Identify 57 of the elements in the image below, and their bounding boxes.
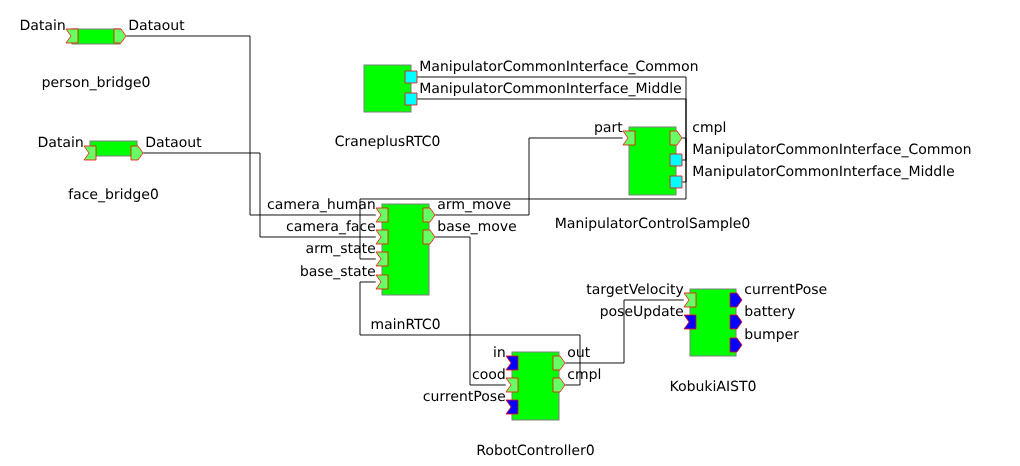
node-label: base_state (301, 265, 375, 280)
port: out (552, 347, 590, 371)
port: poseUpdate (600, 305, 697, 330)
connector-line (434, 137, 624, 216)
connector-line (125, 35, 377, 216)
port: Dataout (113, 19, 185, 44)
node-label: ManipulatorCommonInterface_Common (693, 143, 971, 158)
port: part (595, 122, 636, 146)
port: Dataout (130, 136, 202, 161)
node-label: face_bridge0 (68, 188, 158, 203)
port: base_state (301, 265, 389, 290)
connector-line (434, 236, 507, 386)
node-label: arm_state (306, 243, 375, 257)
node-label: ManipulatorControlSample0 (556, 217, 750, 231)
node-label: ManipulatorCommonInterface_Common (420, 60, 698, 75)
node-label: mainRTC0 (371, 318, 440, 330)
port: ManipulatorCommonInterface_Middle (669, 165, 954, 189)
node-label: Dataout (146, 136, 202, 148)
connector-line (142, 152, 377, 238)
node-label: camera_human (267, 198, 375, 213)
node-label: ManipulatorCommonInterface_Middle (420, 82, 681, 97)
node-label: cmpl (568, 368, 601, 382)
connector-line (564, 299, 685, 364)
node-label: bumper (745, 328, 799, 342)
port: currentPose (423, 390, 519, 415)
node-label: Datain (20, 19, 65, 31)
port: ManipulatorCommonInterface_Middle (404, 82, 681, 106)
port: Datain (20, 19, 79, 44)
connector-line (416, 76, 687, 161)
node-label: base_move (438, 220, 516, 235)
port: bumper (729, 328, 799, 353)
node-label: cmpl (693, 121, 726, 135)
node-label: arm_move (438, 201, 511, 213)
node-label: camera_face (286, 220, 375, 235)
connector-line (359, 281, 581, 386)
node-label: out (568, 347, 590, 358)
node-label: cood (472, 368, 505, 380)
node-label: Datain (38, 136, 83, 148)
node-label: ManipulatorCommonInterface_Middle (693, 165, 954, 180)
node-label: part (595, 122, 623, 135)
port: arm_state (306, 243, 389, 267)
node-label: RobotController0 (477, 444, 594, 456)
node-label: person_bridge0 (42, 76, 150, 91)
connector-line (359, 137, 687, 260)
node-label: in (494, 346, 505, 357)
port: Datain (38, 136, 97, 161)
node-label: targetVelocity (586, 283, 684, 297)
node-label: KobukiAIST0 (670, 380, 756, 392)
port: base_move (422, 220, 516, 245)
node-label: currentPose (423, 390, 505, 402)
connector-line (416, 98, 687, 183)
port: cmpl (552, 368, 601, 393)
node-label: CraneplusRTC0 (335, 135, 440, 149)
node-label: currentPose (745, 283, 827, 295)
node-label: Dataout (129, 19, 185, 31)
node-label: battery (745, 305, 795, 319)
node-label: poseUpdate (600, 305, 683, 319)
